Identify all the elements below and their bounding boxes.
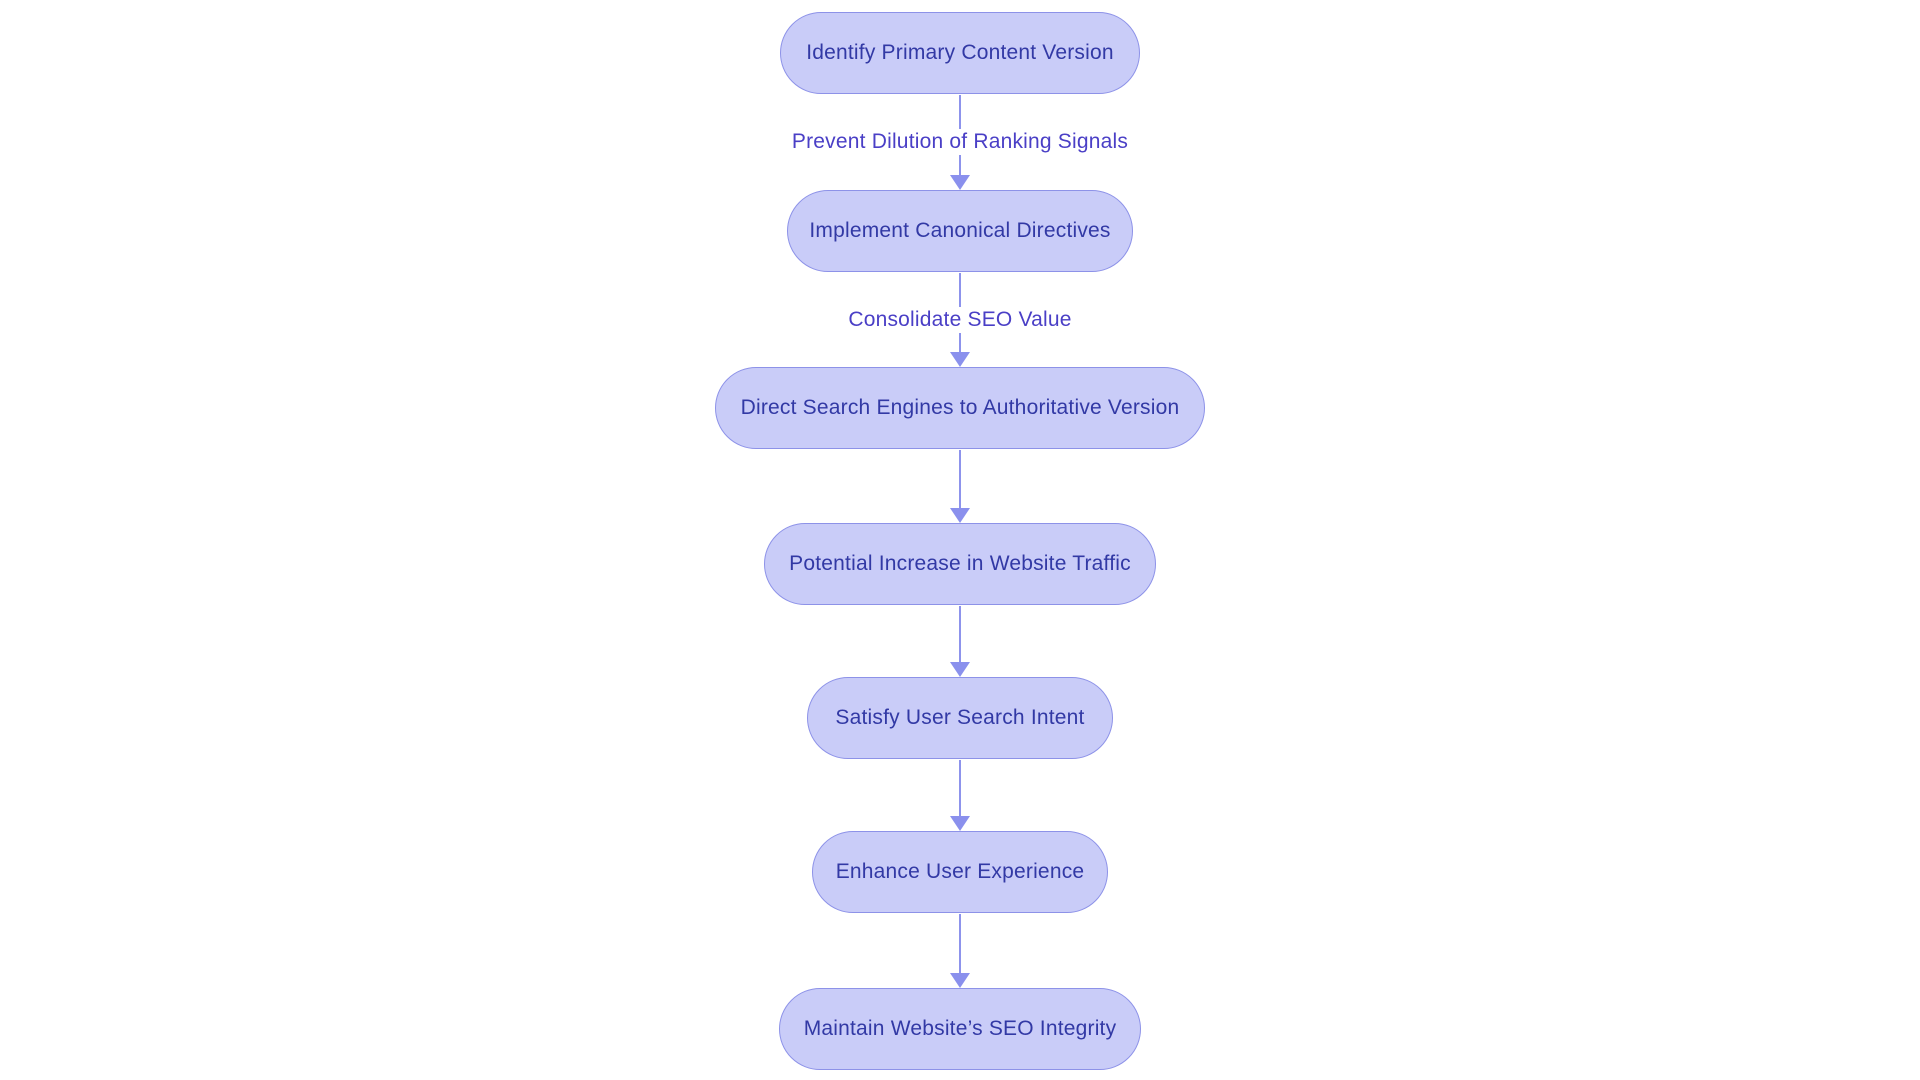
edge-line [959, 760, 961, 818]
flow-node-satisfy-search-intent: Satisfy User Search Intent [807, 677, 1113, 759]
arrowhead-down-icon [950, 508, 970, 523]
flow-node-identify-primary-content: Identify Primary Content Version [780, 12, 1140, 94]
edge-label-consolidate-seo: Consolidate SEO Value [839, 307, 1081, 333]
arrowhead-down-icon [950, 352, 970, 367]
arrowhead-down-icon [950, 973, 970, 988]
flow-edge-3-4 [950, 450, 970, 523]
arrowhead-down-icon [950, 816, 970, 831]
flow-node-implement-canonical: Implement Canonical Directives [787, 190, 1133, 272]
flow-node-label: Implement Canonical Directives [809, 219, 1111, 242]
flow-node-label: Direct Search Engines to Authoritative V… [740, 396, 1180, 419]
flow-edge-6-7 [950, 914, 970, 988]
flow-node-label: Identify Primary Content Version [806, 41, 1114, 64]
edge-line [959, 606, 961, 664]
flow-node-label: Maintain Website’s SEO Integrity [803, 1017, 1117, 1040]
flow-node-direct-search-engines: Direct Search Engines to Authoritative V… [715, 367, 1205, 449]
flow-node-label: Potential Increase in Website Traffic [789, 552, 1131, 575]
flow-edge-5-6 [950, 760, 970, 831]
arrowhead-down-icon [950, 662, 970, 677]
arrowhead-down-icon [950, 175, 970, 190]
edge-line [959, 450, 961, 510]
flow-node-potential-traffic-increase: Potential Increase in Website Traffic [764, 523, 1156, 605]
edge-line [959, 914, 961, 975]
flow-node-label: Satisfy User Search Intent [835, 706, 1085, 729]
flow-node-label: Enhance User Experience [835, 860, 1085, 883]
flow-edge-4-5 [950, 606, 970, 677]
flow-node-maintain-seo-integrity: Maintain Website’s SEO Integrity [779, 988, 1141, 1070]
flow-node-enhance-user-experience: Enhance User Experience [812, 831, 1108, 913]
edge-label-prevent-dilution: Prevent Dilution of Ranking Signals [782, 129, 1138, 155]
